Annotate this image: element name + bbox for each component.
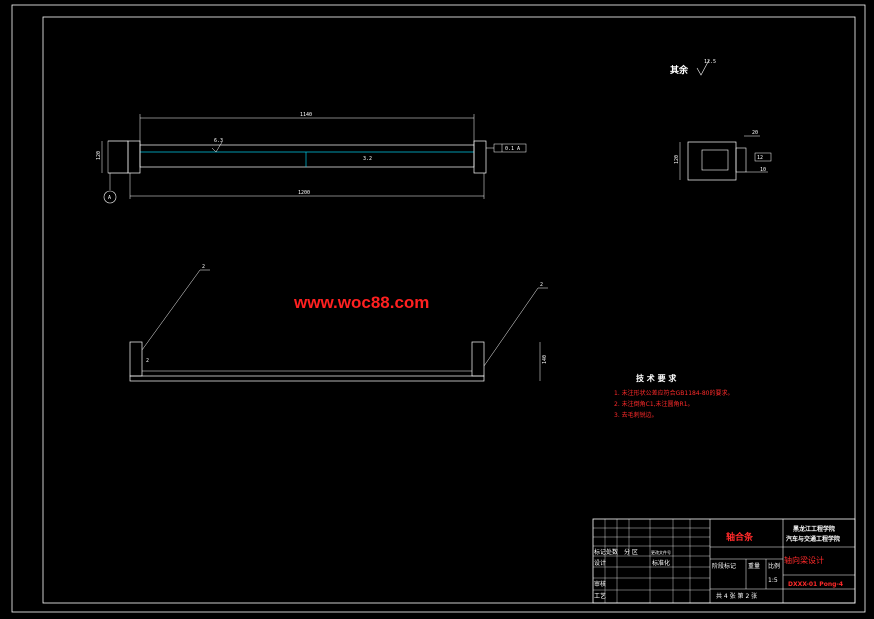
scale-value: 1:5 (768, 577, 778, 584)
dim-left: 120 (96, 151, 102, 160)
process-label: 工艺 (594, 592, 606, 600)
surface-finish-note: 其余 12.5 (670, 59, 716, 76)
tech-req-item-3: 3. 去毛刺锐边。 (614, 411, 658, 419)
roughness-mid: 3.2 (363, 156, 372, 162)
header-scale: 比例 (768, 562, 780, 570)
drawing-no: DXXX-01 Pong-4 (788, 581, 843, 588)
review-label: 审核 (594, 580, 606, 588)
corner-note: 2 (146, 358, 149, 364)
dim-bottom: 1200 (298, 190, 310, 196)
header-stage: 阶段标记 (712, 562, 736, 570)
tech-req-title: 技 术 要 求 (636, 373, 677, 383)
tech-req-item-2: 2. 未注倒角C1,未注圆角R1。 (614, 400, 694, 408)
watermark: www.woc88.com (293, 293, 429, 312)
tolerance-frame: 0.1 A (505, 146, 520, 152)
side-dim-top: 20 (752, 130, 758, 136)
drawing-title: 轴向梁设计 (784, 555, 824, 565)
part-name: 轴合条 (726, 531, 754, 543)
standard-label: 标准化 (652, 559, 670, 567)
side-view: 120 20 12 10 (674, 130, 772, 181)
sheet-info: 共 4 张 第 2 张 (716, 592, 757, 600)
tech-requirements: 技 术 要 求 1. 未注形状公差应符合GB1184-80的要求。 2. 未注倒… (614, 373, 733, 419)
outer-frame (11, 4, 866, 613)
surface-note-roughness: 12.5 (704, 59, 716, 65)
tech-req-item-1: 1. 未注形状公差应符合GB1184-80的要求。 (614, 389, 733, 397)
leader-right: 2 (540, 282, 543, 288)
inner-frame (42, 16, 856, 604)
roughness-upper: 6.3 (214, 138, 223, 144)
side-dim-right: 10 (760, 167, 766, 173)
bottom-dim-right: 140 (542, 355, 548, 364)
side-dim-small: 12 (757, 155, 763, 161)
row-label-mark: 标记 (594, 548, 606, 556)
header-weight: 重量 (748, 562, 760, 570)
school-line-1: 黑龙江工程学院 (793, 525, 835, 533)
row-label-count: 处数 (606, 548, 618, 556)
bottom-view: 2 2 2 140 (129, 264, 548, 382)
design-label: 设计 (594, 559, 606, 567)
school-line-2: 汽车与交通工程学院 (786, 535, 840, 543)
leader-left: 2 (202, 264, 205, 270)
row-label-zone: 分 区 (624, 548, 638, 556)
title-block: 标记 处数 分 区 更改文件号 设计 标准化 审核 工艺 轴合条 黑龙江工程学院… (592, 518, 856, 604)
front-view: 1140 120 6.3 3.2 0.1 A 1200 A (96, 112, 527, 204)
side-dim-height: 120 (674, 155, 680, 164)
surface-note-text: 其余 (670, 64, 689, 76)
row-label-change: 更改文件号 (651, 549, 671, 555)
dim-top: 1140 (300, 112, 312, 118)
datum-label: A (108, 195, 111, 201)
